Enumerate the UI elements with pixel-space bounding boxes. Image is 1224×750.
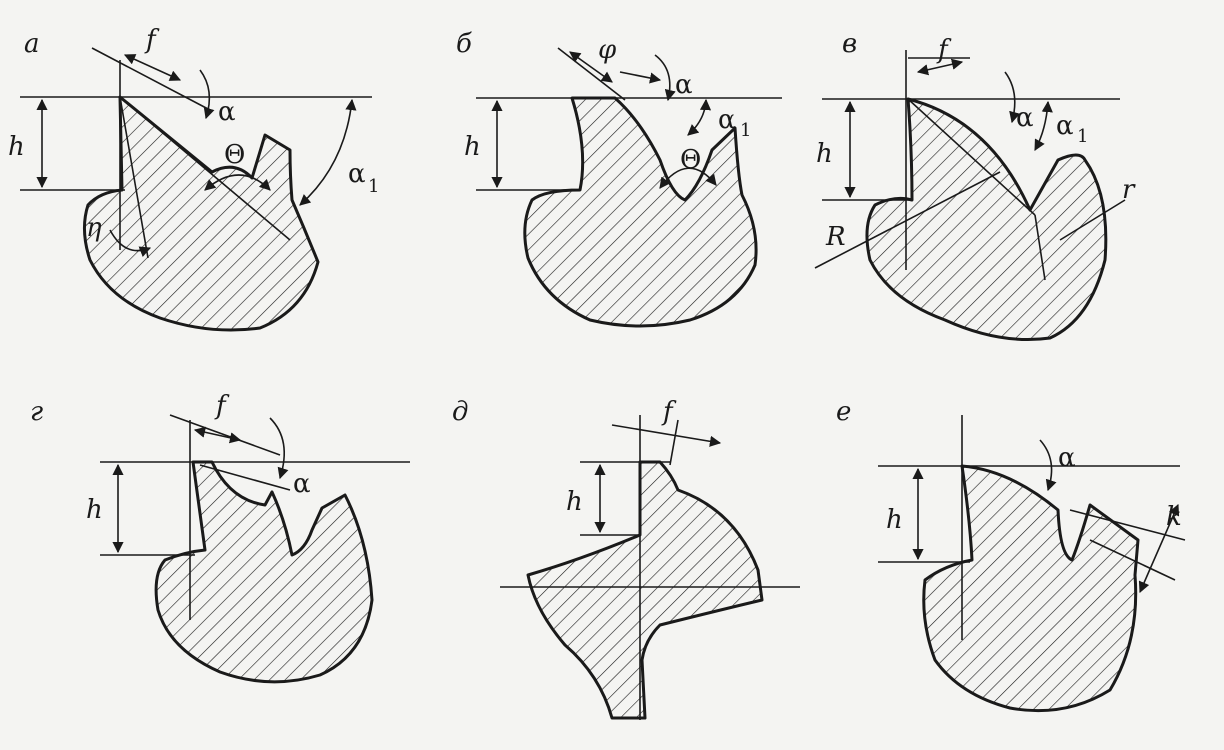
panel-e-alpha-label: α xyxy=(1058,443,1076,473)
panel-a-eta-label: η xyxy=(86,213,102,243)
panel-v-tag: в xyxy=(842,29,857,59)
panel-a: а h f α α 1 Θ η xyxy=(8,25,379,332)
panel-g-f-line xyxy=(169,414,281,456)
panel-b-alpha-label: α xyxy=(675,70,693,100)
panel-b-h-label: h xyxy=(464,132,481,162)
panel-e-alpha-arc xyxy=(1039,439,1057,492)
panel-b-tag: б xyxy=(456,29,472,59)
panel-v-f-label: f xyxy=(936,35,952,65)
panel-v-alpha1-label: α xyxy=(1056,111,1074,141)
panel-b-tooth-profile xyxy=(523,96,758,328)
panel-a-tooth-profile xyxy=(83,95,320,332)
panel-d-tooth-profile xyxy=(526,460,764,720)
panel-a-theta-label: Θ xyxy=(224,140,245,170)
panel-v-alpha1-arc xyxy=(1034,100,1053,151)
panel-e: е h α k xyxy=(836,397,1186,713)
panel-b-phi-label: φ xyxy=(598,35,617,65)
panel-g-f-dimension xyxy=(193,426,242,444)
panel-a-h-label: h xyxy=(8,132,25,162)
panel-d-tag: д xyxy=(452,397,468,427)
panel-a-f-dimension xyxy=(123,54,182,81)
panel-v: в h f α α 1 R r xyxy=(814,29,1136,341)
panel-v-alpha-label: α xyxy=(1016,103,1034,133)
panel-a-back-line xyxy=(119,96,149,259)
panel-d-f-extension xyxy=(669,419,679,466)
panel-a-tag: а xyxy=(24,29,40,59)
panel-a-alpha1-arc xyxy=(299,98,357,206)
panel-g-tag: г xyxy=(30,397,43,427)
panel-b-alpha1-label: α xyxy=(718,105,736,135)
panel-a-alpha1-sub: 1 xyxy=(368,176,379,197)
panel-v-alpha1-sub: 1 xyxy=(1077,126,1088,147)
panel-b: б h φ α α 1 Θ xyxy=(456,29,782,328)
panel-d: д h f xyxy=(452,397,800,720)
panel-g-alpha-arc xyxy=(269,417,289,480)
panel-v-r-radius xyxy=(1034,214,1046,281)
panel-e-h-label: h xyxy=(886,505,903,535)
panel-v-alpha-arc xyxy=(1004,71,1021,124)
panel-b-theta-arc xyxy=(659,167,717,189)
panel-e-tooth-profile xyxy=(922,464,1140,713)
panel-g-h-label: h xyxy=(86,495,103,525)
panel-v-tooth-profile xyxy=(865,97,1108,341)
panel-d-f-dimension xyxy=(611,424,722,447)
panel-g-rake-line xyxy=(199,464,291,491)
panel-v-f-dimension xyxy=(916,58,964,76)
panel-a-alpha-label: α xyxy=(218,97,236,127)
panel-g-alpha-label: α xyxy=(293,469,311,499)
panel-a-rake-line xyxy=(119,96,291,241)
panel-e-k-label: k xyxy=(1166,502,1182,532)
panel-v-R-label: R xyxy=(825,222,846,252)
panel-b-theta-label: Θ xyxy=(680,145,701,175)
panel-b-alpha-pointer xyxy=(619,71,662,84)
panel-v-h-label: h xyxy=(816,139,833,169)
panel-g-f-label: f xyxy=(214,391,230,421)
panel-b-alpha1-arc xyxy=(687,98,712,136)
panel-g-tooth-profile xyxy=(154,460,374,684)
panel-a-eta-arc xyxy=(109,229,152,257)
panel-a-alpha-arc xyxy=(199,69,215,120)
panel-g: г h f α xyxy=(30,391,410,684)
panel-a-alpha1-label: α xyxy=(348,159,366,189)
panel-d-f-label: f xyxy=(661,397,677,427)
panel-b-phi-dimension xyxy=(569,51,613,83)
panel-v-r-label: r xyxy=(1122,175,1136,205)
panel-a-theta-arc xyxy=(204,174,271,191)
panel-a-f-line xyxy=(91,47,211,111)
panel-v-rake-line xyxy=(907,98,1036,216)
panel-e-tag: е xyxy=(836,397,851,427)
panel-d-h-label: h xyxy=(566,487,583,517)
panel-v-r-line xyxy=(1059,199,1126,241)
panel-a-f-label: f xyxy=(144,25,160,55)
panel-v-R-line xyxy=(814,171,1001,269)
panel-e-k-dimension xyxy=(1138,503,1180,594)
panel-b-alpha1-sub: 1 xyxy=(740,120,751,141)
panel-b-alpha-arc xyxy=(654,54,676,102)
